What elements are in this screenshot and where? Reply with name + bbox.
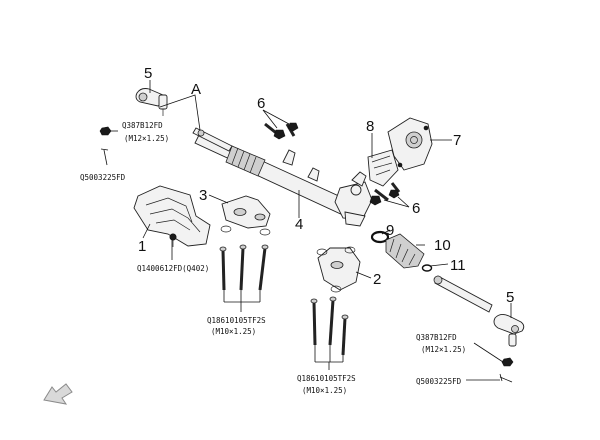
right-mount-bracket [316, 246, 361, 293]
callout-3: 3 [199, 187, 207, 204]
heat-shield-cover [133, 185, 211, 247]
left-bellows [225, 145, 266, 177]
right-bellows [385, 233, 425, 269]
code-nut-bottom: Q387B12FD [416, 333, 457, 342]
bolts-left-group [219, 244, 269, 291]
callout-9: 9 [386, 222, 394, 239]
callout-8: 8 [366, 118, 374, 135]
code-cover-bolt: Q1400612FD(Q402) [137, 264, 209, 273]
callout-2: 2 [373, 271, 381, 288]
code-bolts-left: Q18610105TF2S [207, 316, 266, 325]
arrow-icon [43, 383, 73, 405]
callout-7: 7 [453, 132, 461, 149]
bellows-clip [421, 264, 433, 272]
tie-rod-end-bottom [493, 313, 525, 347]
pinion-housing [334, 171, 373, 227]
cover-bolt [169, 233, 177, 247]
bolts-center-group [310, 296, 349, 356]
bolts-6-upper [264, 122, 299, 140]
dust-cover-plate [387, 117, 433, 171]
tie-rod-right [433, 275, 493, 313]
rack-housing [194, 132, 373, 227]
cotter-pin-top [100, 148, 109, 166]
code-bolts-center: Q18610105TF2S [297, 374, 356, 383]
left-mount-bracket [220, 195, 271, 236]
nut-top [99, 126, 112, 136]
callout-6-right: 6 [412, 200, 420, 217]
bolts-6-right [369, 182, 401, 206]
callout-5-top: 5 [144, 65, 152, 82]
callout-11: 11 [450, 257, 466, 274]
tie-rod-end-top [135, 88, 168, 116]
callout-a: A [191, 81, 201, 98]
code-nut-top: Q387B12FD [122, 121, 163, 130]
steering-boot-seal [367, 149, 399, 187]
callout-6-left: 6 [257, 95, 265, 112]
o-ring [370, 230, 390, 244]
code-pin-bottom: Q5003225FD [416, 377, 462, 386]
callout-4: 4 [295, 216, 303, 233]
code-nut-bottom-spec: (M12×1.25) [421, 345, 466, 354]
callout-10: 10 [434, 237, 451, 254]
nut-bottom [501, 357, 514, 367]
code-bolts-left-spec: (M10×1.25) [211, 327, 256, 336]
tie-rod-left [192, 127, 233, 152]
leader-lines [110, 80, 512, 381]
callout-5-bottom: 5 [506, 289, 514, 306]
code-bolts-center-spec: (M10×1.25) [302, 386, 347, 395]
callout-1: 1 [138, 238, 146, 255]
cotter-pin-bottom [499, 373, 513, 383]
code-nut-top-spec: (M12×1.25) [124, 134, 169, 143]
code-pin-top: Q5003225FD [80, 173, 126, 182]
